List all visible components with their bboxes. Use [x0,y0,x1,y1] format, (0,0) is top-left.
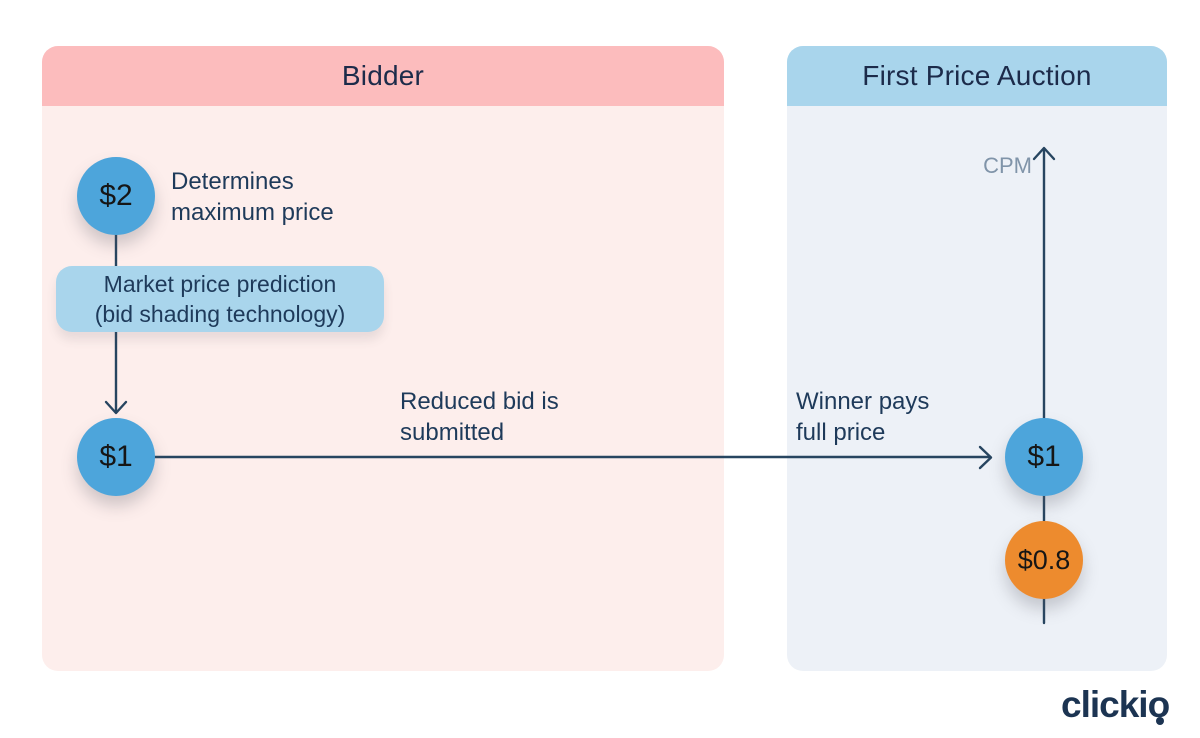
market-price-prediction-box: Market price prediction (bid shading tec… [56,266,384,332]
winning-price-circle: $1 [1005,418,1083,496]
bidder-panel-title: Bidder [341,60,425,91]
max-price-circle: $2 [77,157,155,235]
shaded-price-circle: $0.8 [1005,521,1083,599]
winner-pays-label: Winner pays full price [796,388,930,446]
cpm-axis-label: CPM [983,153,1032,178]
clickio-logo: clickio [1061,684,1170,728]
reduced-bid-label: Reduced bid is submitted [400,388,559,446]
clickio-logo-text: clickio [1061,684,1170,725]
determines-max-price-label: Determines maximum price [171,168,334,226]
clickio-logo-dot [1156,717,1165,725]
auction-panel-title: First Price Auction [862,60,1092,91]
bidder-panel: Bidder [42,46,724,671]
auction-panel: First Price Auction [787,46,1167,671]
auction-panel-header: First Price Auction [787,46,1167,106]
bidder-panel-header: Bidder [42,46,724,106]
reduced-bid-circle: $1 [77,418,155,496]
